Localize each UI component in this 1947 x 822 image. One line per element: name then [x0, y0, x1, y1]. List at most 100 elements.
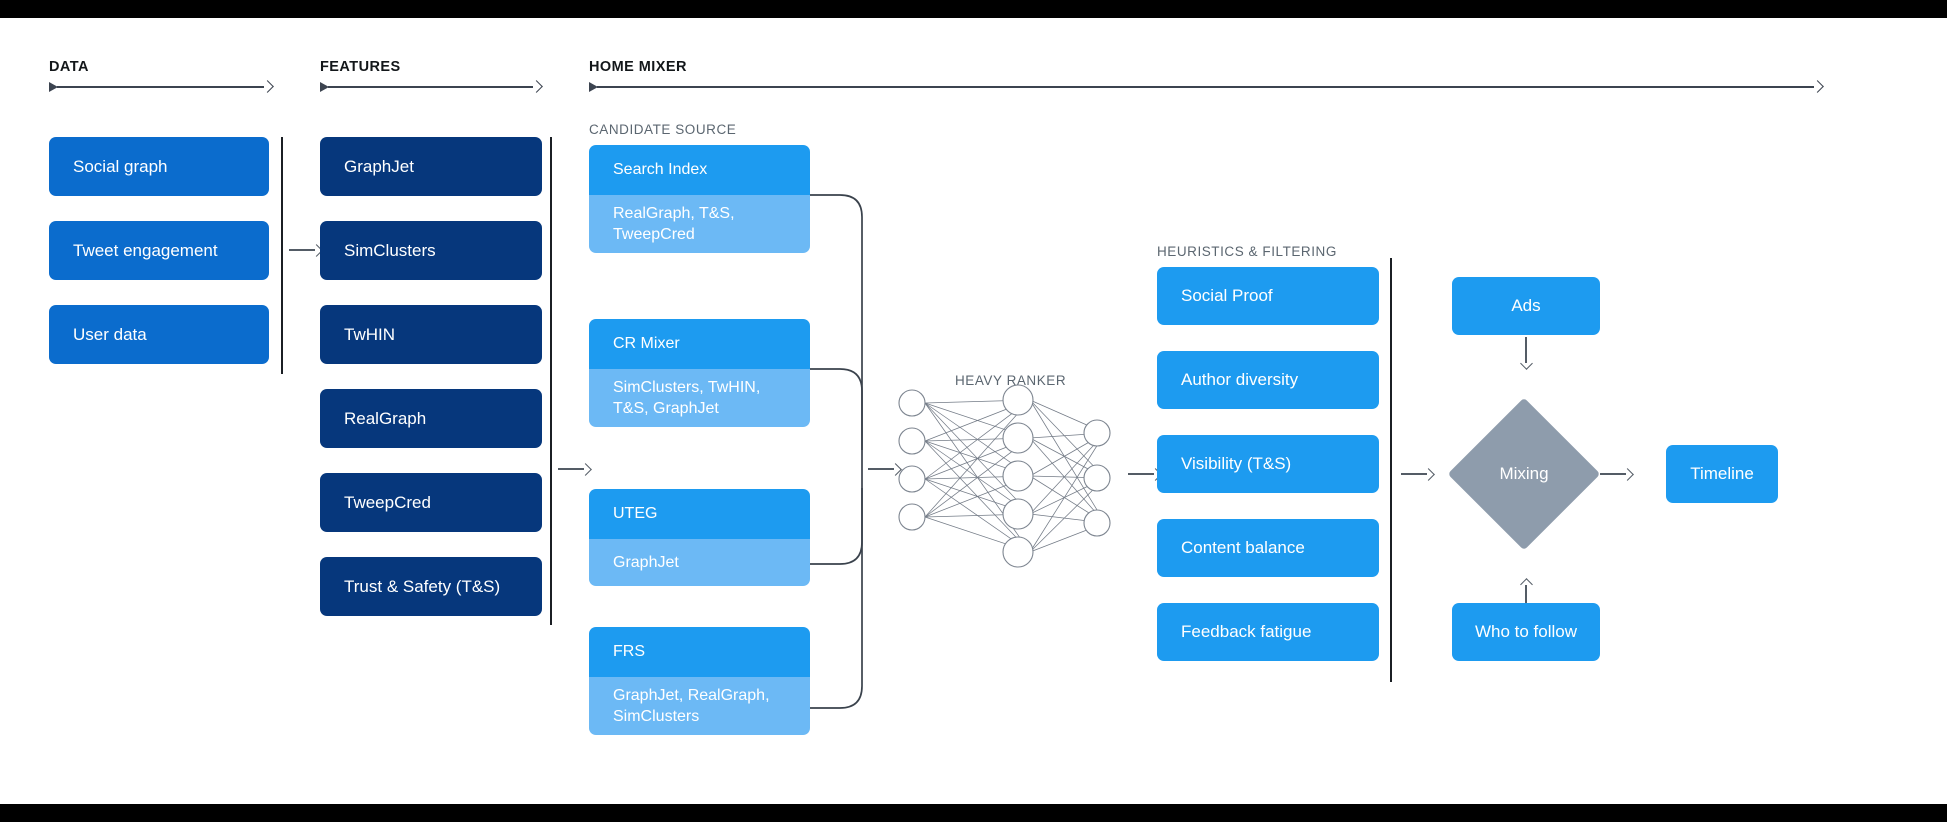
arrow-heuristics-to-mixing	[1401, 468, 1435, 480]
feature-card-simclusters[interactable]: SimClusters	[320, 221, 542, 280]
candidate-connector-bus	[810, 194, 863, 709]
connector-cr-mixer	[810, 368, 863, 450]
card-label: Tweet engagement	[73, 240, 218, 260]
arrow-ranker-to-heuristics	[1128, 468, 1162, 480]
data-card-social-graph[interactable]: Social graph	[49, 137, 269, 196]
heuristic-card-feedback-fatigue[interactable]: Feedback fatigue	[1157, 603, 1379, 661]
heavy-ranker-network	[898, 384, 1111, 568]
candidate-source-uteg[interactable]: UTEG GraphJet	[589, 489, 810, 586]
diamond-label: Mixing	[1499, 464, 1549, 483]
arrow-line	[1401, 473, 1427, 475]
axis-data	[49, 80, 273, 94]
arrow-who-to-follow-to-mixing	[1520, 578, 1532, 611]
arrow-line	[1525, 585, 1527, 611]
arrow-line	[558, 468, 584, 470]
feature-card-twhin[interactable]: TwHIN	[320, 305, 542, 364]
network-nodes	[898, 384, 1111, 568]
axis-start-marker	[49, 81, 58, 92]
candidate-source-features: SimClusters, TwHIN, T&S, GraphJet	[589, 369, 810, 427]
arrow-head-icon	[581, 463, 592, 474]
letterbox-bottom	[0, 804, 1947, 822]
candidate-source-name: Search Index	[589, 145, 810, 195]
divider-data-features	[281, 137, 283, 374]
card-label: SimClusters	[344, 240, 436, 260]
arrow-line	[1600, 473, 1626, 475]
data-card-user-data[interactable]: User data	[49, 305, 269, 364]
letterbox-top	[0, 0, 1947, 18]
arrow-candidates-to-ranker	[868, 463, 902, 475]
axis-features	[320, 80, 542, 94]
heuristic-card-content-balance[interactable]: Content balance	[1157, 519, 1379, 577]
output-card-who-to-follow[interactable]: Who to follow	[1452, 603, 1600, 661]
card-label: Content balance	[1181, 538, 1305, 557]
axis-arrow-icon	[261, 81, 273, 93]
card-label: User data	[73, 324, 147, 344]
sublabel-heavy-ranker: HEAVY RANKER	[955, 373, 1067, 388]
output-card-ads[interactable]: Ads	[1452, 277, 1600, 335]
card-label: Social Proof	[1181, 286, 1273, 305]
arrow-line	[1525, 337, 1527, 363]
card-label: RealGraph	[344, 408, 427, 428]
candidate-source-features: GraphJet	[589, 539, 810, 586]
card-label: Ads	[1511, 296, 1541, 315]
candidate-source-name: FRS	[589, 627, 810, 677]
card-label: TweepCred	[344, 492, 431, 512]
axis-line	[57, 86, 264, 88]
feature-card-graphjet[interactable]: GraphJet	[320, 137, 542, 196]
arrow-head-icon	[891, 463, 902, 474]
feature-card-trust-safety[interactable]: Trust & Safety (T&S)	[320, 557, 542, 616]
arrow-head-icon	[1623, 468, 1634, 479]
axis-start-marker	[320, 81, 329, 92]
arrow-head-icon	[1520, 359, 1531, 370]
axis-arrow-icon	[1811, 81, 1823, 93]
diagram-canvas: DATA FEATURES HOME MIXER Social graph Tw…	[0, 18, 1947, 804]
candidate-source-frs[interactable]: FRS GraphJet, RealGraph, SimClusters	[589, 627, 810, 735]
card-label: Feedback fatigue	[1181, 622, 1312, 641]
card-label: Trust & Safety (T&S)	[344, 576, 501, 596]
candidate-source-features: RealGraph, T&S, TweepCred	[589, 195, 810, 253]
data-card-tweet-engagement[interactable]: Tweet engagement	[49, 221, 269, 280]
candidate-source-features: GraphJet, RealGraph, SimClusters	[589, 677, 810, 735]
candidate-source-search-index[interactable]: Search Index RealGraph, T&S, TweepCred	[589, 145, 810, 253]
card-label: Who to follow	[1474, 622, 1578, 641]
arrow-line	[868, 468, 894, 470]
arrow-line	[1128, 473, 1154, 475]
card-label: TwHIN	[344, 324, 395, 344]
section-title-data: DATA	[49, 59, 89, 75]
heuristic-card-author-diversity[interactable]: Author diversity	[1157, 351, 1379, 409]
card-label: Timeline	[1690, 464, 1754, 483]
connector-frs	[810, 488, 863, 709]
arrow-head-icon	[1520, 578, 1531, 589]
candidate-source-name: UTEG	[589, 489, 810, 539]
card-label: Social graph	[73, 156, 168, 176]
connector-search-index	[810, 194, 863, 450]
card-label: Visibility (T&S)	[1181, 454, 1292, 473]
output-card-timeline[interactable]: Timeline	[1666, 445, 1778, 503]
mixing-diamond[interactable]: Mixing	[1447, 397, 1601, 551]
axis-arrow-icon	[530, 81, 542, 93]
sublabel-heuristics-filtering: HEURISTICS & FILTERING	[1157, 244, 1337, 259]
arrow-mixing-to-timeline	[1600, 468, 1634, 480]
card-label: Author diversity	[1181, 370, 1299, 389]
candidate-source-name: CR Mixer	[589, 319, 810, 369]
heuristic-card-social-proof[interactable]: Social Proof	[1157, 267, 1379, 325]
arrow-data-to-features	[289, 244, 323, 256]
feature-card-realgraph[interactable]: RealGraph	[320, 389, 542, 448]
candidate-source-cr-mixer[interactable]: CR Mixer SimClusters, TwHIN, T&S, GraphJ…	[589, 319, 810, 427]
sublabel-candidate-source: CANDIDATE SOURCE	[589, 122, 737, 137]
arrow-ads-to-mixing	[1520, 337, 1532, 370]
card-label: GraphJet	[344, 156, 414, 176]
divider-features-homemixer	[550, 137, 552, 625]
section-title-home-mixer: HOME MIXER	[589, 59, 687, 75]
feature-card-tweepcred[interactable]: TweepCred	[320, 473, 542, 532]
section-title-features: FEATURES	[320, 59, 401, 75]
axis-line	[328, 86, 533, 88]
axis-start-marker	[589, 81, 598, 92]
arrow-features-to-candidates	[558, 463, 592, 475]
heuristic-card-visibility[interactable]: Visibility (T&S)	[1157, 435, 1379, 493]
arrow-line	[289, 249, 315, 251]
axis-line	[597, 86, 1814, 88]
axis-home-mixer	[589, 80, 1823, 94]
divider-heuristics-output	[1390, 258, 1392, 682]
